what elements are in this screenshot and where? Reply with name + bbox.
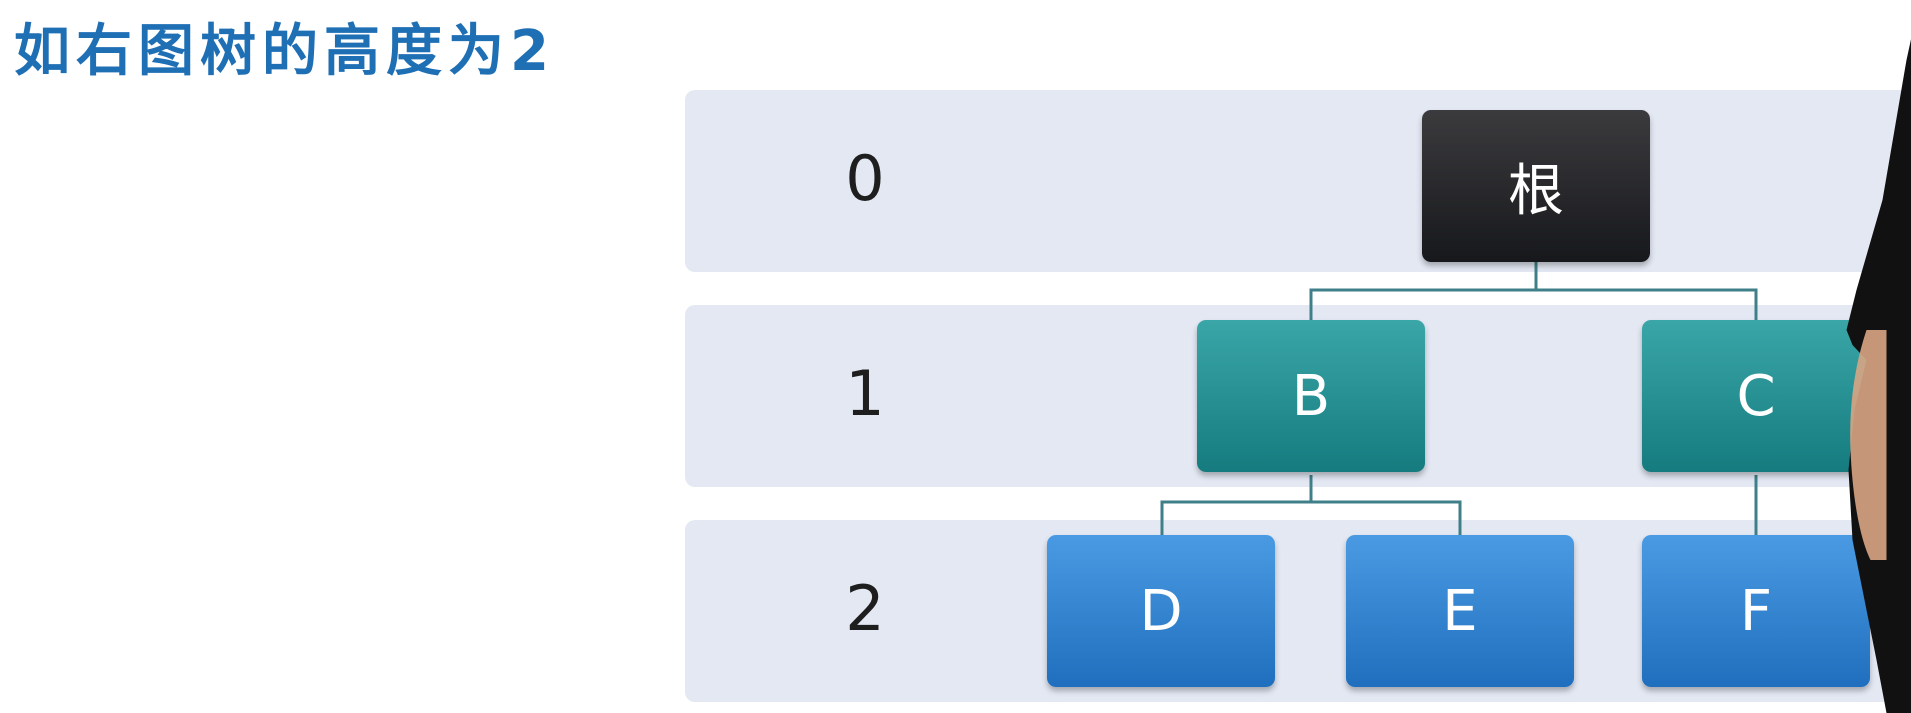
tree-node-b: B [1197, 320, 1425, 472]
tree-node-d: D [1047, 535, 1275, 687]
level-band-0 [685, 90, 1911, 272]
slide-title: 如右图树的高度为2 [14, 19, 555, 84]
tree-node-root: 根 [1422, 110, 1650, 262]
tree-node-f: F [1642, 535, 1870, 687]
level-label-0: 0 [845, 142, 885, 215]
edge-b-e [1311, 500, 1462, 535]
level-label-1: 1 [845, 357, 885, 430]
presenter-silhouette [1846, 39, 1911, 713]
tree-node-e: E [1346, 535, 1574, 687]
edge-b-d [1160, 475, 1313, 535]
edge-root-c [1536, 288, 1758, 320]
tree-node-c: C [1642, 320, 1870, 472]
edge-root-b [1309, 262, 1538, 320]
level-label-2: 2 [845, 572, 885, 645]
